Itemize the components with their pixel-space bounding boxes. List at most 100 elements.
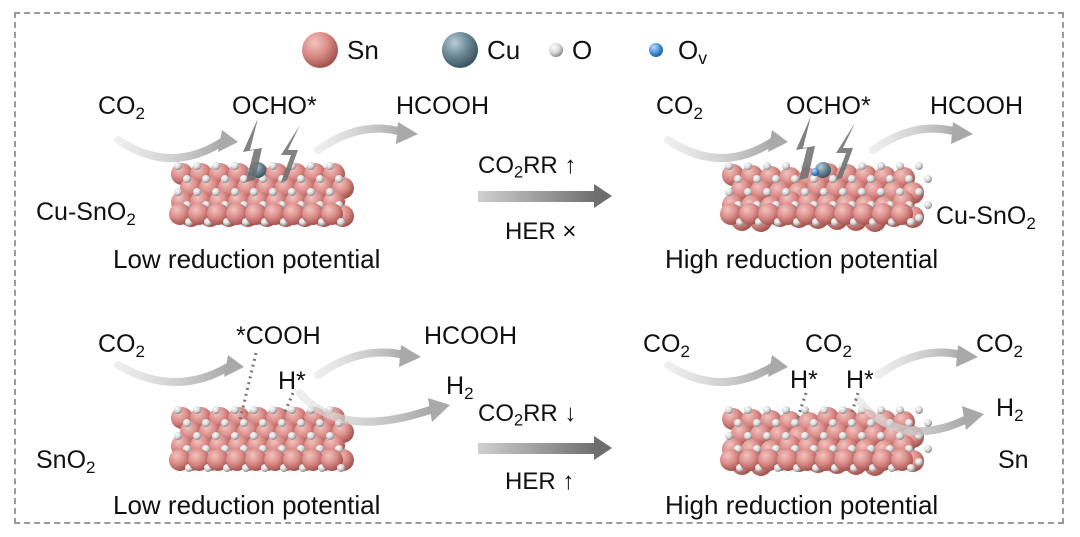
o-atom [240, 419, 248, 427]
o-atom [791, 419, 799, 427]
sn-atom [207, 449, 229, 471]
sn-atom [815, 449, 837, 471]
o-atom [924, 419, 932, 427]
o-atom [193, 162, 201, 170]
o-atom [858, 188, 866, 196]
o-atom [896, 188, 904, 196]
legend-ov-sphere [649, 43, 663, 57]
tl-caption: Low reduction potential [113, 244, 381, 274]
o-atom [221, 419, 229, 427]
o-atom [288, 406, 296, 414]
o-atom [174, 188, 182, 196]
o-atom [820, 188, 828, 196]
top-co2rr-label: CO2RR ↑ [478, 152, 577, 182]
o-atom [183, 419, 191, 427]
o-atom [212, 162, 220, 170]
o-atom [269, 162, 277, 170]
o-atom [877, 188, 885, 196]
bottom-her-label: HER ↑ [505, 468, 575, 495]
o-atom [193, 406, 201, 414]
curved-arrowheads [218, 122, 984, 430]
br-h-star-b: H* [846, 366, 874, 394]
o-atom [810, 175, 818, 183]
sn-atom [739, 203, 761, 225]
o-atom [763, 406, 771, 414]
sn-atom [283, 203, 305, 225]
o-atom [886, 175, 894, 183]
o-atom [193, 188, 201, 196]
sn-atom [188, 203, 210, 225]
bottom-co2rr-label: CO2RR ↓ [478, 400, 577, 430]
o-atom [907, 218, 915, 226]
bl-catalyst: SnO2 [36, 446, 96, 477]
o-atom [801, 406, 809, 414]
o-atom [858, 432, 866, 440]
o-atom [915, 188, 923, 196]
o-atom [269, 406, 277, 414]
o-atom [782, 406, 790, 414]
dashed-frame [14, 12, 1064, 524]
legend-ov-label: Ov [678, 35, 708, 68]
o-atom [725, 406, 733, 414]
o-atom [250, 188, 258, 196]
o-atom [763, 188, 771, 196]
br-h-star-a: H* [790, 366, 818, 394]
sn-atom [302, 449, 324, 471]
o-atom [896, 162, 904, 170]
o-atom [820, 432, 828, 440]
tr-caption: High reduction potential [665, 244, 939, 274]
tr-co2: CO2 [656, 92, 703, 123]
bl-product: HCOOH [424, 322, 518, 350]
o-atom [725, 162, 733, 170]
sn-atom [169, 203, 191, 225]
curved-arrows [114, 124, 969, 436]
sn-atom [207, 203, 229, 225]
legend-cu-sphere [442, 32, 478, 68]
sn-atom [872, 203, 894, 225]
br-h2: H2 [996, 394, 1024, 425]
sn-atom [872, 449, 894, 471]
tl-catalyst: Cu-SnO2 [36, 198, 136, 229]
o-atom [907, 464, 915, 472]
bl-h2: H2 [446, 372, 474, 403]
o-atom [288, 188, 296, 196]
o-atom [810, 419, 818, 427]
o-atom [772, 419, 780, 427]
o-atom [307, 432, 315, 440]
sn-atom [815, 203, 837, 225]
bl-h-star: H* [278, 367, 306, 395]
o-atom [763, 432, 771, 440]
o-atom [772, 175, 780, 183]
o-atom [307, 188, 315, 196]
o-atom [839, 188, 847, 196]
o-atom [269, 432, 277, 440]
o-atom [174, 406, 182, 414]
top-her-label: HER × [505, 218, 577, 245]
bl-co2: CO2 [98, 330, 145, 361]
o-atom [829, 175, 837, 183]
o-atom [193, 432, 201, 440]
o-atom [231, 432, 239, 440]
o-atom [183, 175, 191, 183]
sn-atom [834, 449, 856, 471]
o-atom [848, 175, 856, 183]
tl-intermediate: OCHO* [232, 92, 317, 120]
tl-product: HCOOH [396, 92, 490, 120]
ov-site [811, 168, 819, 176]
sn-atom [758, 203, 780, 225]
o-atom [915, 406, 923, 414]
o-atom [782, 188, 790, 196]
o-atom [753, 175, 761, 183]
o-atom [240, 175, 248, 183]
sn-atom [245, 203, 267, 225]
legend-o-label: O [572, 35, 593, 65]
o-atom [782, 162, 790, 170]
bl-intermediate: *COOH [236, 322, 321, 350]
o-atom [896, 406, 904, 414]
tl-co2: CO2 [98, 92, 145, 123]
o-atom [858, 162, 866, 170]
catalyst-slabs [169, 162, 932, 476]
o-atom [924, 201, 932, 209]
o-atom [905, 419, 913, 427]
tr-product: HCOOH [930, 92, 1024, 120]
